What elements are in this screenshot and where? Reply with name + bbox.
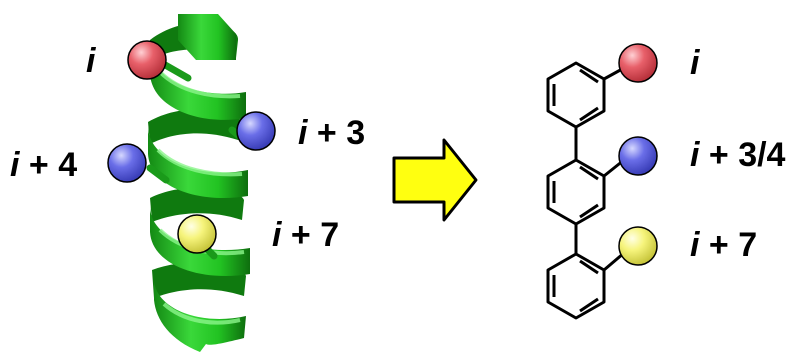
helix-label-i4: i + 4 bbox=[10, 148, 77, 182]
terphenyl-label-i: i bbox=[690, 46, 699, 80]
terphenyl-residue-i-sphere bbox=[618, 43, 658, 83]
helix-label-i: i bbox=[86, 44, 95, 78]
helix-label-i7: i + 7 bbox=[272, 218, 339, 252]
terphenyl-label-i7: i + 7 bbox=[690, 228, 757, 262]
terphenyl-label-i7-suffix: + 7 bbox=[699, 226, 758, 264]
terphenyl-label-i-var: i bbox=[690, 44, 700, 82]
terphenyl-middle-ring bbox=[546, 158, 606, 226]
helix-label-i-var: i bbox=[86, 42, 96, 80]
helix-label-i3-suffix: + 3 bbox=[307, 114, 366, 152]
right-arrow-icon bbox=[392, 138, 478, 222]
helix-label-i4-var: i bbox=[10, 146, 20, 184]
helix-highlight-2 bbox=[156, 148, 243, 177]
helix-highlight-1 bbox=[158, 70, 241, 99]
terphenyl-scaffold bbox=[546, 61, 625, 320]
helix-label-i7-suffix: + 7 bbox=[281, 216, 340, 254]
terphenyl-residue-i34-sphere bbox=[618, 136, 658, 176]
helix-label-i3-var: i bbox=[298, 114, 308, 152]
helix-top-cap bbox=[178, 14, 236, 60]
helix-front-turn-4 bbox=[154, 280, 246, 352]
helix-label-i7-var: i bbox=[272, 216, 282, 254]
substituent-bond-i7 bbox=[603, 251, 625, 272]
terphenyl-label-i34-suffix: + 3/4 bbox=[699, 136, 786, 174]
terphenyl-label-i7-var: i bbox=[690, 226, 700, 264]
helix-residue-i7-sphere bbox=[177, 214, 217, 254]
terphenyl-label-i34: i + 3/4 bbox=[690, 138, 785, 172]
helix-residue-i-sphere bbox=[127, 40, 167, 80]
helix-residue-i3-sphere bbox=[236, 111, 276, 151]
alpha-helix-ribbon bbox=[148, 14, 250, 352]
terphenyl-label-i34-var: i bbox=[690, 136, 700, 174]
terphenyl-residue-i7-sphere bbox=[618, 226, 658, 266]
terphenyl-top-ring bbox=[546, 61, 606, 129]
helix-front-turn-2 bbox=[148, 126, 248, 199]
helix-front-turn-1 bbox=[150, 48, 246, 120]
helix-front-turn-3 bbox=[150, 206, 250, 277]
helix-label-i4-suffix: + 4 bbox=[19, 146, 78, 184]
helix-highlight-4 bbox=[162, 302, 241, 325]
helix-label-i3: i + 3 bbox=[298, 116, 365, 150]
helix-residue-i4-sphere bbox=[107, 143, 147, 183]
terphenyl-bottom-ring bbox=[546, 252, 606, 320]
